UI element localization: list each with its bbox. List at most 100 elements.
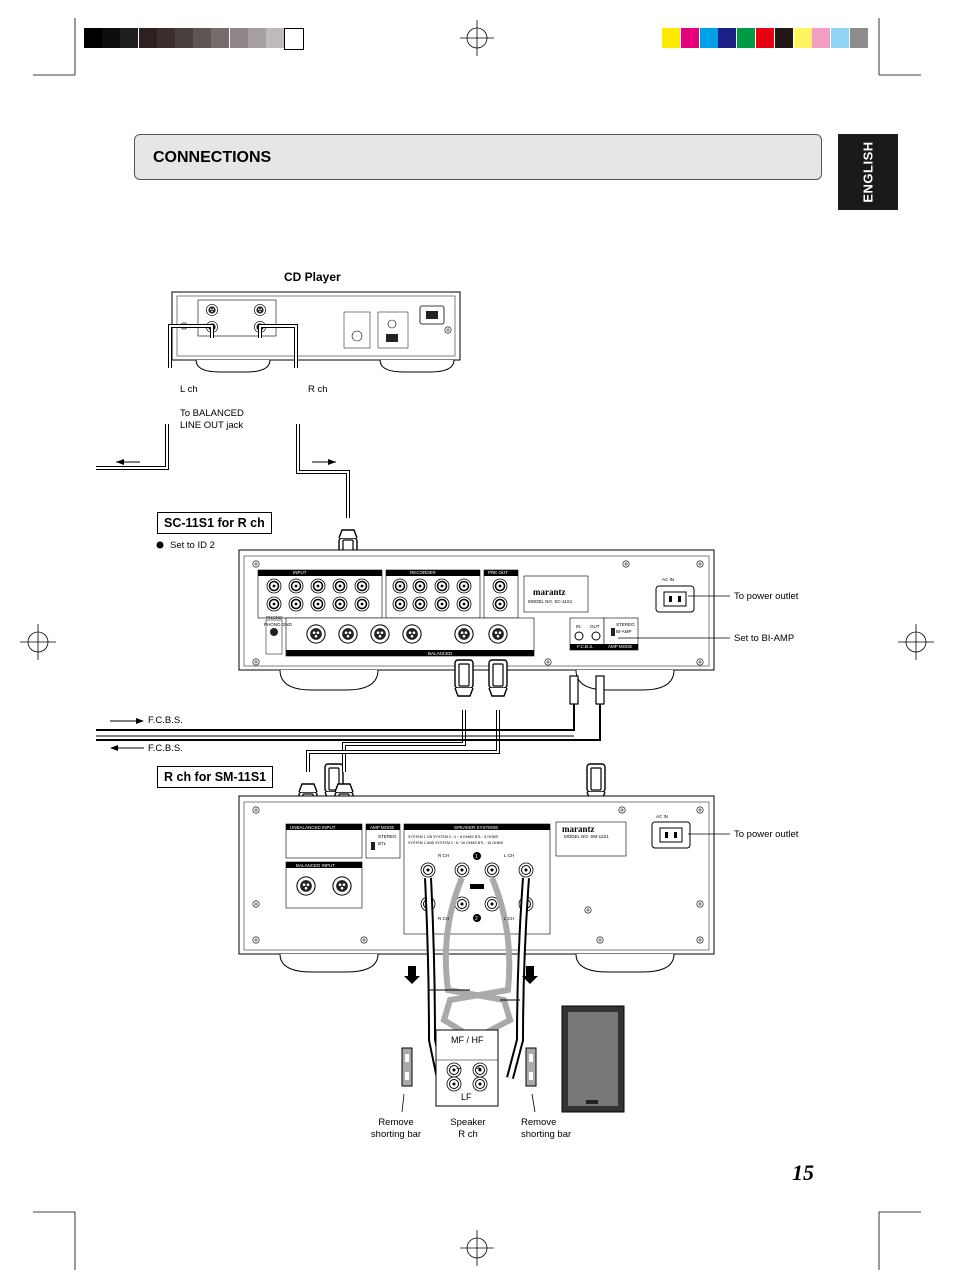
sc-fcbs-label: F.C.B.S. — [577, 644, 594, 649]
speaker-cabinet — [561, 1005, 625, 1113]
gray-swatch — [175, 28, 193, 48]
page-number: 15 — [792, 1160, 814, 1185]
section-header: CONNECTIONS — [134, 134, 822, 180]
sm-stereo-label: STEREO — [378, 834, 397, 839]
fcbs-label-2: F.C.B.S. — [148, 743, 183, 754]
gray-swatch — [211, 28, 230, 48]
sc-in-label: IN — [576, 624, 581, 629]
gray-swatch — [266, 28, 284, 48]
gray-swatch — [156, 28, 175, 48]
shorting-bar-right — [525, 1047, 537, 1087]
cd-player-cables — [96, 324, 350, 518]
remove-shorting-bar-left-2: shorting bar — [370, 1129, 422, 1140]
power-outlet-label-1: To power outlet — [734, 591, 799, 602]
gray-swatch — [247, 28, 266, 48]
color-swatch — [718, 28, 737, 48]
speaker-mf-hf-label: MF / HF — [451, 1035, 484, 1045]
sm-system-line-1: SYSTEM 1 ON SYSTEM 2 : 4 ~ 8 OHMS BTL : … — [408, 835, 499, 839]
color-swatch — [756, 28, 774, 48]
gray-swatch — [120, 28, 139, 48]
gray-swatch — [84, 28, 102, 48]
direction-arrows — [116, 459, 336, 465]
sm-system-line-2: SYSTEM 1 AND SYSTEM 2 : 8 ~16 OHMS BTL :… — [408, 841, 504, 845]
sm11s1-rear-panel — [238, 795, 715, 973]
speaker-minus: − — [456, 1064, 462, 1075]
sm-unbalanced-label: UNBALANCED INPUT — [290, 825, 336, 830]
set-to-id-label: Set to ID 2 — [170, 540, 215, 551]
sm-acin-label: AC IN — [656, 814, 668, 819]
xlr-plug-rch — [586, 763, 606, 801]
xlr-plug-sc-out-1 — [454, 659, 474, 697]
down-arrow-left — [404, 966, 420, 984]
sm-system-2: 2 — [475, 916, 478, 922]
speaker-lf-label: LF — [461, 1092, 472, 1102]
sc-preout-label: PRE OUT — [488, 570, 508, 575]
sc-brand-logo: marantz — [533, 587, 566, 597]
sm-speaker-systems-label: SPEAKER SYSTEMS — [454, 825, 498, 830]
to-balanced-line-2: LINE OUT jack — [180, 420, 244, 431]
sc11s1-title: SC-11S1 for R ch — [157, 512, 272, 534]
color-swatch — [774, 28, 793, 48]
gray-swatch — [284, 28, 305, 50]
lch-label: L ch — [180, 384, 198, 395]
to-balanced-line-1: To BALANCED — [180, 408, 244, 419]
rch-label: R ch — [308, 384, 328, 395]
sc-acin-label: AC IN — [662, 577, 674, 582]
sm-ampmode-label: AMP MODE — [370, 825, 394, 830]
power-outlet-label-2: To power outlet — [734, 829, 799, 840]
sm-model-label: MODEL NO. SM-11S1 — [564, 834, 609, 839]
gray-swatch — [193, 28, 212, 48]
shorting-bar-left — [401, 1047, 413, 1087]
page-title: CONNECTIONS — [153, 149, 272, 166]
gray-swatch — [229, 28, 248, 48]
remove-shorting-bar-left-1: Remove — [378, 1117, 414, 1128]
sc-phono-label: PHONO — [266, 615, 283, 620]
sc-input-label: INPUT — [293, 570, 307, 575]
sc-recorder-label: RECORDER — [410, 570, 437, 575]
sc-out-label: OUT — [590, 624, 600, 629]
color-swatch — [662, 28, 680, 48]
set-to-id-bullet — [156, 541, 164, 549]
fcbs-label-1: F.C.B.S. — [148, 715, 183, 726]
speaker-rch-label-2: R ch — [458, 1129, 478, 1140]
sm-lch-label-2: L CH — [504, 916, 514, 921]
color-swatch — [737, 28, 756, 48]
gray-swatch — [138, 28, 157, 48]
sc-balanced-label: BALANCED — [428, 651, 453, 656]
cd-player-rear-panel — [171, 291, 461, 373]
speaker-plus: + — [476, 1064, 482, 1075]
down-arrow-right — [522, 966, 538, 984]
remove-shorting-bar-right-1: Remove — [521, 1117, 557, 1128]
sc11s1-rear-panel — [238, 549, 715, 691]
color-swatch — [680, 28, 699, 48]
sc-phono-gnd-label: PHONO GND — [264, 622, 293, 627]
sm-rch-label-1: R CH — [438, 853, 449, 858]
speaker-rch-label-1: Speaker — [450, 1117, 486, 1128]
xlr-plug-sc-out-2 — [488, 659, 508, 697]
sc-ampmode-label: AMP MODE — [608, 644, 632, 649]
color-swatch — [831, 28, 850, 48]
sm-system-1: 1 — [475, 854, 478, 860]
fcbs-arrows — [110, 718, 144, 751]
gray-swatch — [102, 28, 121, 48]
sc-stereo-label: STEREO — [616, 622, 635, 627]
cd-player-title: CD Player — [284, 270, 341, 284]
sc-model-label: MODEL NO. SC-11S1 — [528, 599, 573, 604]
sm11s1-title: R ch for SM-11S1 — [157, 766, 274, 788]
sm-btl-label: BTL — [378, 841, 387, 846]
sm-brand-logo: marantz — [562, 824, 595, 834]
language-tab: ENGLISH — [838, 134, 898, 210]
remove-shorting-bar-right-2: shorting bar — [521, 1129, 572, 1140]
sc-biamp-label: BI-AMP — [616, 629, 632, 634]
speaker-terminal-panel — [435, 1029, 499, 1107]
speaker-cables — [424, 876, 530, 1080]
color-swatch — [699, 28, 718, 48]
sm-lch-label-1: L CH — [504, 853, 514, 858]
color-swatch — [850, 28, 868, 48]
sm-balanced-label: BALANCED INPUT — [296, 863, 335, 868]
set-to-bi-amp-label: Set to BI-AMP — [734, 633, 795, 644]
color-swatch — [812, 28, 831, 48]
sm-rch-label-2: R CH — [438, 916, 449, 921]
